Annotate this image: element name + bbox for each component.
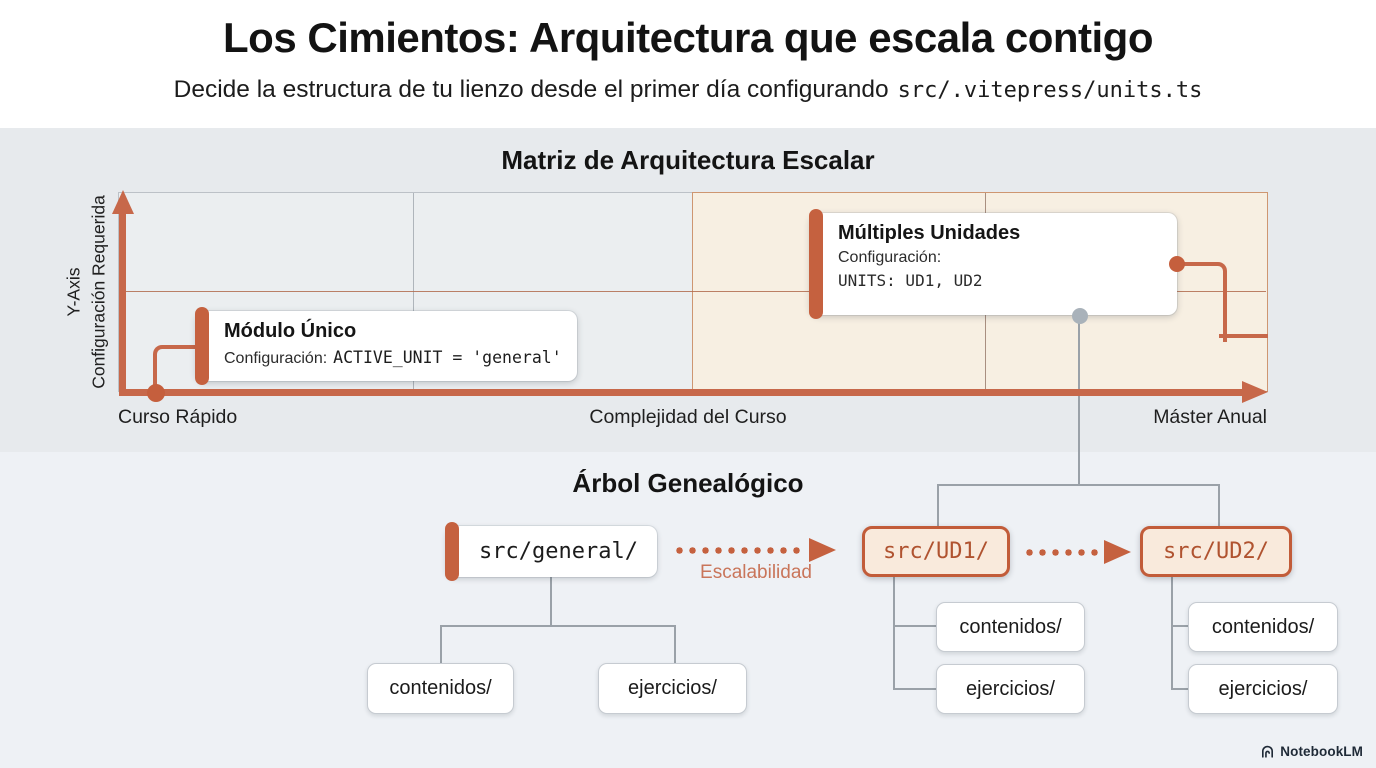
- node-src-ud1: src/UD1/: [862, 526, 1010, 577]
- node-accent-bar: [445, 522, 459, 581]
- notebooklm-badge: NotebookLM: [1260, 744, 1363, 759]
- datapoint-multiples-unidades: [1169, 256, 1185, 272]
- y-axis-label: Y-Axis Configuración Requerida: [62, 195, 111, 389]
- page-subtitle: Decide la estructura de tu lienzo desde …: [0, 76, 1376, 104]
- connector-single-callout: [153, 345, 202, 391]
- datapoint-modulo-unico: [147, 384, 165, 402]
- connector-ud2-children: [1171, 577, 1190, 690]
- notebooklm-label: NotebookLM: [1280, 744, 1363, 759]
- x-axis-arrow-icon: [1242, 381, 1268, 403]
- matrix-title: Matriz de Arquitectura Escalar: [501, 145, 875, 175]
- arrowhead-ud1-to-ud2-icon: [1104, 540, 1131, 564]
- connector-general-children: [440, 625, 676, 665]
- node-src-ud2: src/UD2/: [1140, 526, 1292, 577]
- subtitle-text: Decide la estructura de tu lienzo desde …: [173, 76, 889, 103]
- y-axis-label-line2: Configuración Requerida: [88, 195, 108, 389]
- config-label: Configuración:: [838, 249, 942, 266]
- connector-matrix-to-ud-nodes: [937, 484, 1220, 528]
- matrix-section: Matriz de Arquitectura Escalar Y-Axis Co…: [0, 128, 1376, 485]
- config-code: UNITS: UD1, UD2: [838, 271, 983, 290]
- connector-ud1-children: [893, 577, 938, 690]
- callout-multiples-unidades: Múltiples Unidades Configuración: UNITS:…: [809, 209, 1177, 319]
- callout-accent-bar: [195, 307, 209, 385]
- x-axis-label-center: Complejidad del Curso: [589, 406, 787, 428]
- y-axis-label-line1: Y-Axis: [63, 267, 84, 317]
- connector-ud2-contenidos-stub: [1171, 625, 1188, 627]
- child-ud1-contenidos: contenidos/: [936, 602, 1085, 652]
- connector-ud1-contenidos-stub: [893, 625, 936, 627]
- y-axis-arrow-icon: [112, 190, 134, 214]
- notebooklm-icon: [1260, 744, 1275, 759]
- y-axis-line: [119, 212, 126, 394]
- connector-multi-to-tree: [1078, 316, 1080, 485]
- child-general-contenidos: contenidos/: [367, 663, 514, 714]
- node-src-general-label: src/general/: [479, 539, 638, 564]
- config-label: Configuración:: [224, 350, 328, 367]
- child-ud1-ejercicios: ejercicios/: [936, 664, 1085, 714]
- tree-section: Árbol Genealógico Escalabilidad src/gene…: [0, 452, 1376, 768]
- callout-modulo-unico: Módulo Único Configuración: ACTIVE_UNIT =…: [195, 307, 577, 385]
- x-axis-line: [119, 389, 1243, 396]
- anchor-dot-to-tree: [1072, 308, 1088, 324]
- connector-general-stem: [550, 577, 552, 625]
- x-axis-label-left: Curso Rápido: [118, 406, 238, 428]
- config-code: ACTIVE_UNIT = 'general': [333, 348, 562, 367]
- x-axis-label-right: Máster Anual: [1153, 406, 1267, 428]
- connector-multi-callout-bend: [1175, 262, 1227, 342]
- header: Los Cimientos: Arquitectura que escala c…: [0, 0, 1376, 128]
- callout-accent-bar: [809, 209, 823, 319]
- child-ud2-ejercicios: ejercicios/: [1188, 664, 1338, 714]
- child-ud2-contenidos: contenidos/: [1188, 602, 1338, 652]
- arrowhead-general-to-ud1-icon: [809, 538, 836, 562]
- node-src-ud2-label: src/UD2/: [1163, 539, 1269, 564]
- node-src-ud1-label: src/UD1/: [883, 539, 989, 564]
- page-title: Los Cimientos: Arquitectura que escala c…: [223, 14, 1153, 61]
- dotted-arrow-general-to-ud1: [673, 547, 806, 554]
- dotted-arrow-ud1-to-ud2: [1023, 549, 1103, 556]
- escalabilidad-label: Escalabilidad: [700, 562, 812, 583]
- callout-modulo-unico-title: Módulo Único: [224, 320, 357, 342]
- connector-multi-callout-exit: [1219, 334, 1268, 338]
- node-src-general: src/general/: [445, 522, 657, 581]
- gridline-vertical-1: [413, 193, 414, 391]
- callout-multiples-unidades-title: Múltiples Unidades: [838, 222, 1021, 244]
- subtitle-code-path: src/.vitepress/units.ts: [897, 78, 1203, 103]
- gridline-horizontal: [119, 291, 1266, 292]
- child-general-ejercicios: ejercicios/: [598, 663, 747, 714]
- tree-title: Árbol Genealógico: [572, 468, 804, 498]
